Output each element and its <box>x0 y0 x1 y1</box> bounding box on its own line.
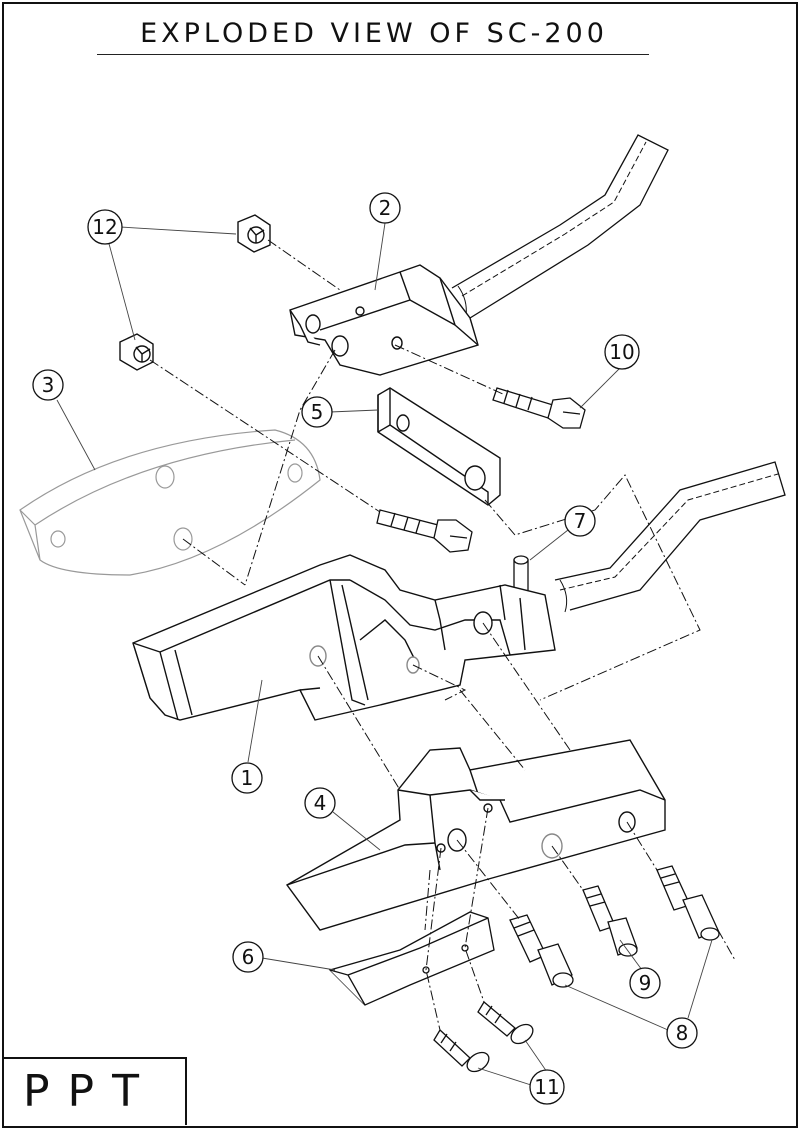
callout-4: 4 <box>304 787 336 819</box>
callout-5: 5 <box>301 396 333 428</box>
callout-1-label: 1 <box>241 766 254 790</box>
part-6-clip <box>328 911 495 1006</box>
bolt-lower-left <box>376 509 473 553</box>
callout-2-label: 2 <box>379 196 392 220</box>
lower-handle-tube <box>554 461 786 613</box>
part-4-lower-body <box>285 739 666 931</box>
callout-6: 6 <box>232 941 264 973</box>
page-title: EXPLODED VIEW OF SC-200 <box>140 18 608 49</box>
callout-5-label: 5 <box>311 400 324 424</box>
part-11-screw-right <box>477 1001 534 1045</box>
callout-7: 7 <box>564 505 596 537</box>
callout-12: 12 <box>87 209 123 245</box>
part-12-nut-upper <box>237 214 271 253</box>
callout-10-label: 10 <box>609 340 634 364</box>
title-underline <box>97 54 649 55</box>
part-8-screw-middle <box>509 914 574 988</box>
ppt-logo: PPT <box>3 1057 187 1125</box>
part-10-bolt <box>492 387 586 429</box>
part-8-screw-right <box>656 865 720 941</box>
callout-9: 9 <box>629 967 661 999</box>
part-9-screw <box>582 885 638 957</box>
callout-12-label: 12 <box>92 215 117 239</box>
upper-handle-tube <box>451 134 669 319</box>
callout-11-label: 11 <box>534 1075 559 1099</box>
callout-8-label: 8 <box>676 1021 689 1045</box>
part-11-screw-left <box>433 1028 490 1073</box>
callout-1: 1 <box>231 762 263 794</box>
part-3-pad <box>19 429 321 576</box>
callout-6-label: 6 <box>242 945 255 969</box>
callout-10: 10 <box>604 334 640 370</box>
part-1-main-body <box>132 554 556 721</box>
callout-2: 2 <box>369 192 401 224</box>
leader-lines <box>56 222 713 1086</box>
alignment-lines <box>149 239 736 1031</box>
callout-7-label: 7 <box>574 509 587 533</box>
part-12-nut-lower <box>119 333 154 371</box>
callout-11: 11 <box>529 1069 565 1105</box>
callout-8: 8 <box>666 1017 698 1049</box>
callout-3: 3 <box>32 369 64 401</box>
callout-3-label: 3 <box>42 373 55 397</box>
callout-4-label: 4 <box>314 791 327 815</box>
part-2-upper-bracket <box>289 264 479 376</box>
part-5-spacer <box>377 387 501 506</box>
callout-9-label: 9 <box>639 971 652 995</box>
